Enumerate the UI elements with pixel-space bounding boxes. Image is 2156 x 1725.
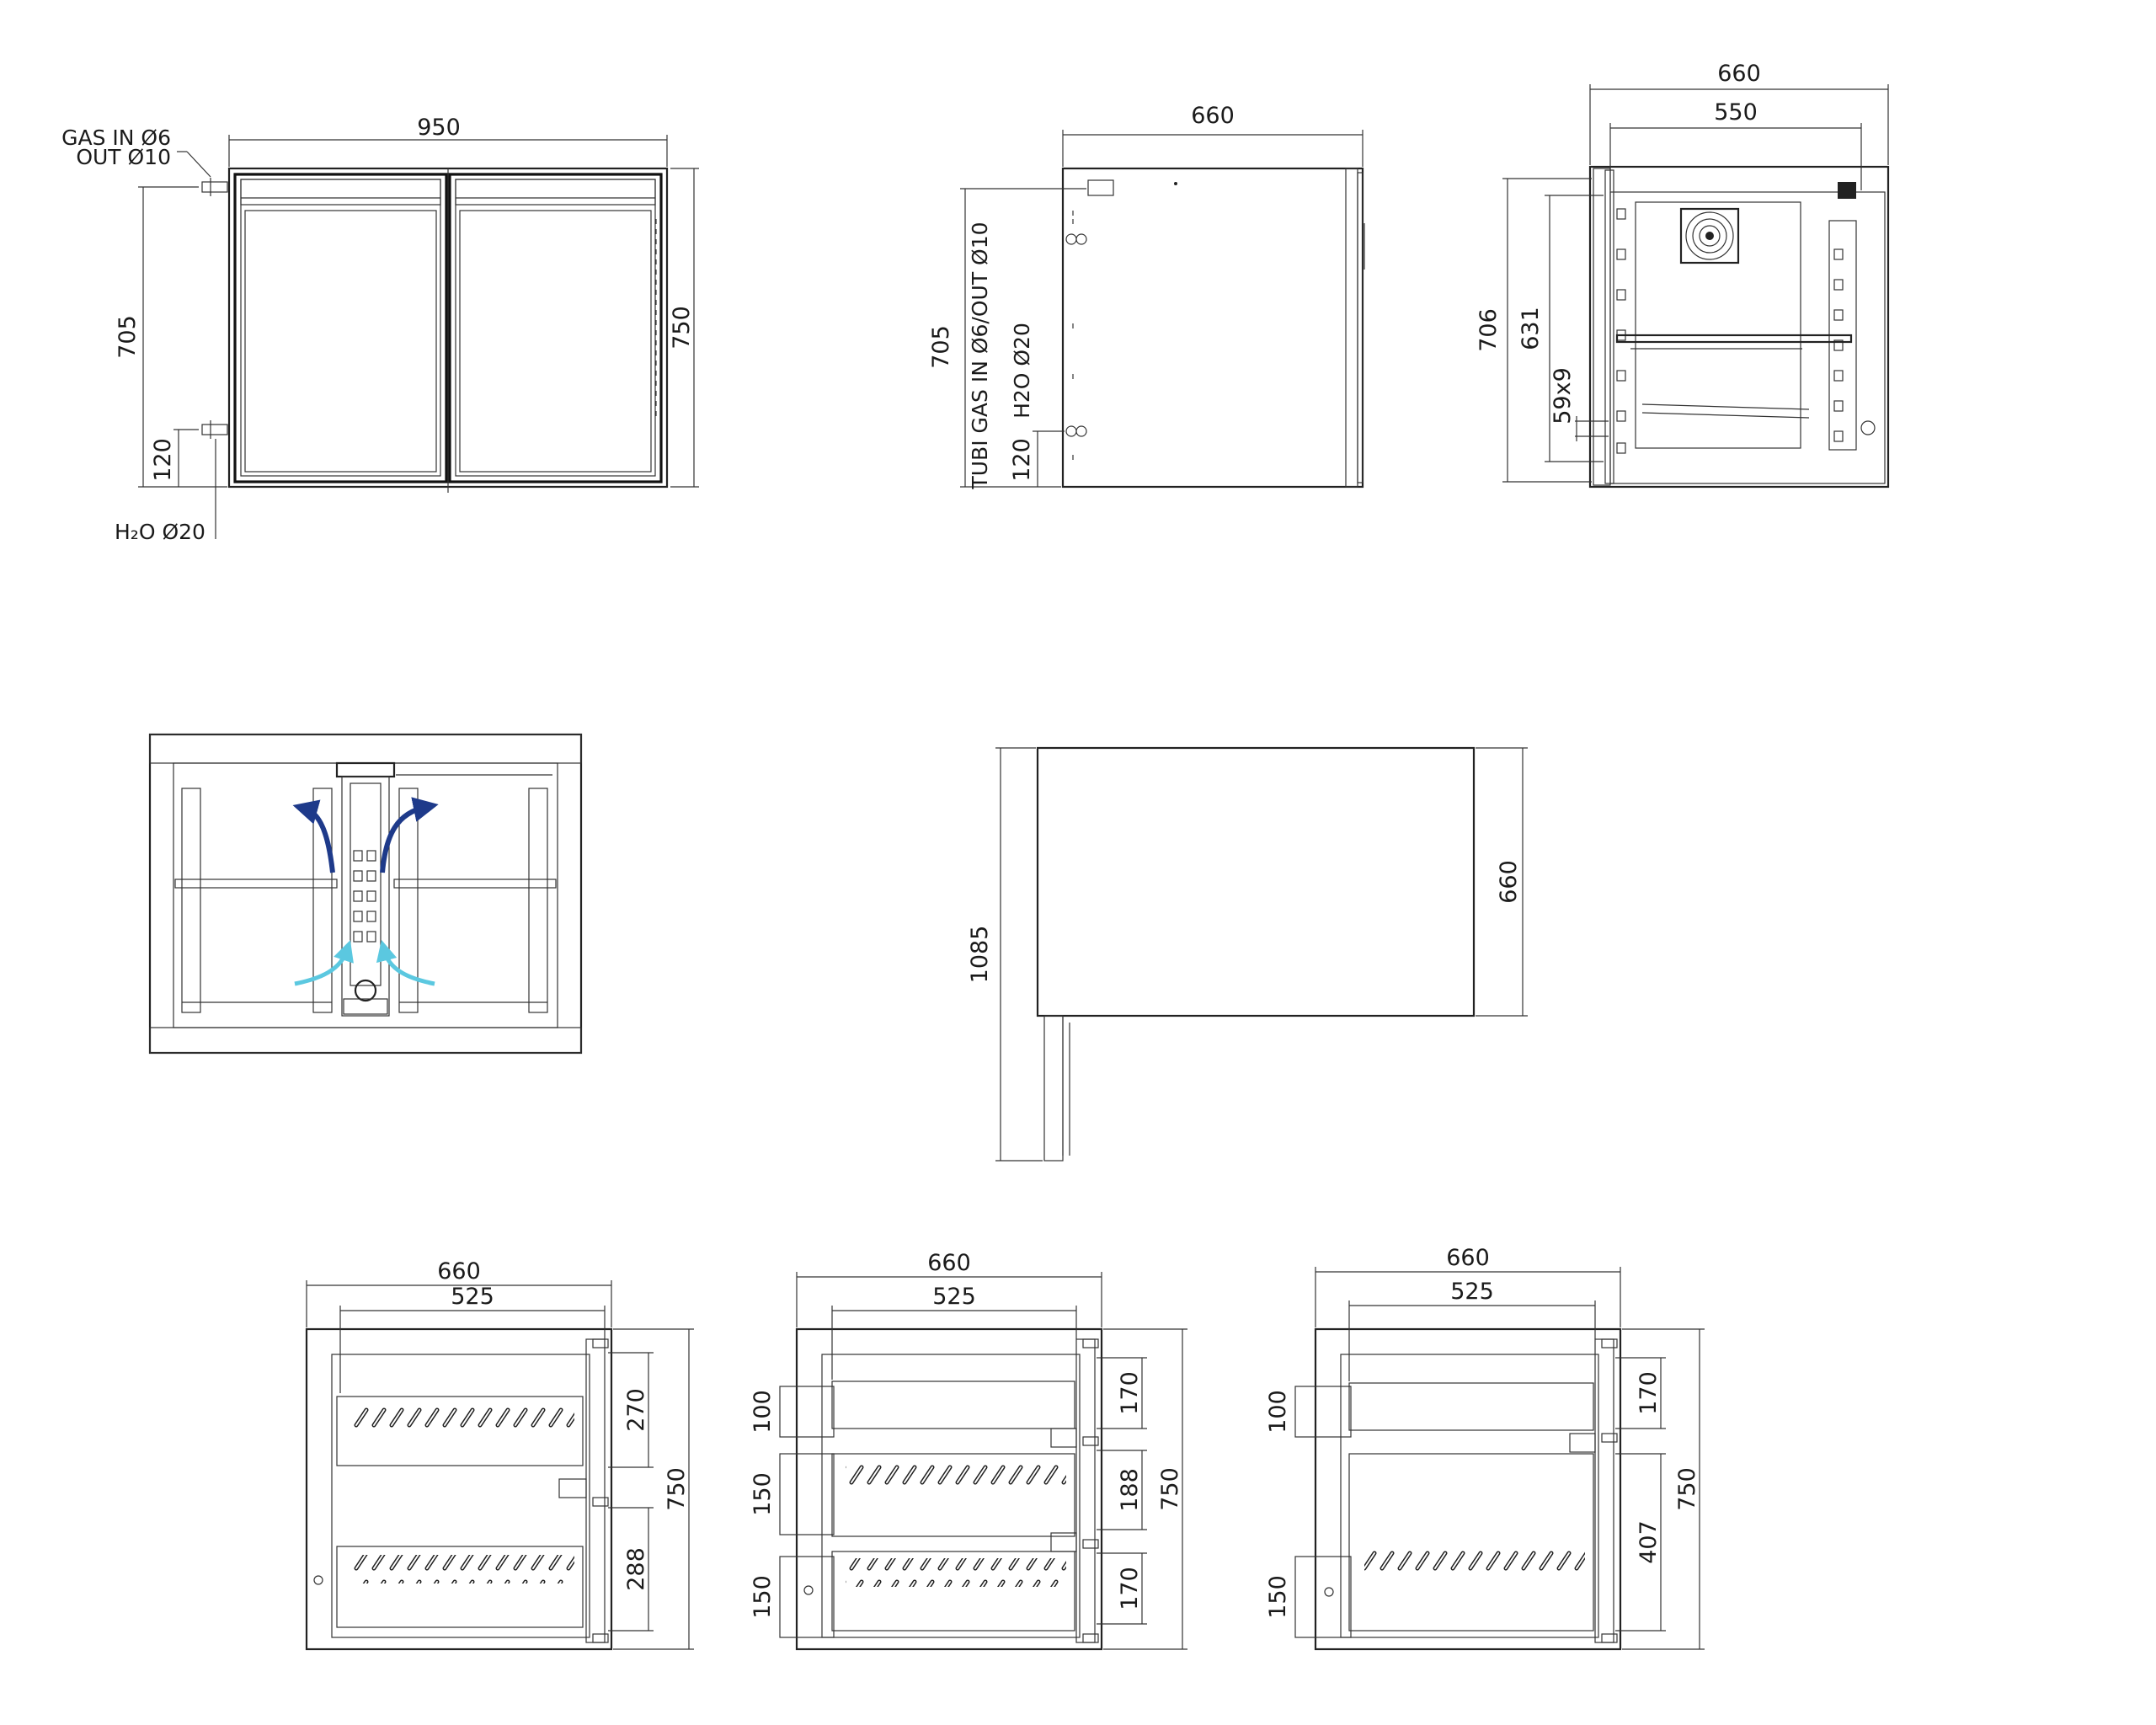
drawer2-cabinet-outline (795, 1327, 1103, 1651)
drawer3-cabinet-outline (1314, 1327, 1622, 1651)
front-water-height-label: 120 (150, 438, 176, 482)
side-depth-label: 660 (1191, 103, 1235, 129)
drawer2-right-label-2: 170 (1117, 1567, 1143, 1610)
warm-air-arrow-right (380, 797, 439, 873)
top-open-depth-label: 1085 (967, 926, 993, 984)
drawer3-height-label: 750 (1674, 1467, 1700, 1511)
section-view: 660 550 706 631 59x9 (1476, 61, 1890, 489)
right-shelf (393, 879, 557, 889)
section-cabinet-outline (1588, 165, 1890, 489)
drawer2-left-label-0: 100 (750, 1390, 776, 1434)
side-view: 660 705 TUBI GAS IN Ø6/OUT Ø10 H2O Ø20 1… (928, 103, 1365, 490)
gas-pipe (201, 181, 228, 193)
side-tubes-label: TUBI GAS IN Ø6/OUT Ø10 (968, 222, 992, 489)
warm-air-arrow-left (292, 799, 335, 873)
drawer2-left-label-2: 150 (750, 1575, 776, 1619)
side-gas-connector (1087, 179, 1114, 196)
drawer1-height-label: 750 (664, 1467, 690, 1511)
drawer3-inner-width-label: 525 (1450, 1279, 1494, 1305)
left-shelf (174, 879, 338, 889)
drawer3-drawer-2 (1348, 1453, 1594, 1632)
front-right-door (448, 173, 663, 483)
drawer2-right-label-0: 170 (1117, 1371, 1143, 1415)
shelf (1615, 334, 1853, 344)
drawer2-outer-width-label: 660 (927, 1250, 971, 1276)
side-cabinet-outline (1061, 167, 1364, 489)
drawer2-height-label: 750 (1157, 1467, 1183, 1511)
drawer-view-1: 660 525 750 270 288 (305, 1258, 694, 1651)
shelf-pins-right (1833, 248, 1844, 442)
front-view: 950 750 705 120 GAS IN Ø6 OUT Ø10 H₂O Ø2… (61, 115, 699, 544)
drawer3-outer-width-label: 660 (1446, 1245, 1490, 1271)
cold-air-arrow-left (294, 940, 354, 986)
drawer2-inner-width-label: 525 (932, 1284, 976, 1310)
open-door (1043, 1015, 1064, 1162)
drawer3-right-label-0: 170 (1636, 1371, 1662, 1415)
shelf-pins-left (1616, 208, 1626, 454)
fan-icon (1679, 207, 1740, 264)
section-outer-width-label: 660 (1717, 61, 1761, 87)
section-slot-label: 59x9 (1550, 367, 1576, 425)
gas-label-line1: GAS IN Ø6 (61, 126, 171, 150)
drawer-view-3: 100 150 660 525 750 170 407 (1265, 1245, 1705, 1651)
drawer2-right-label-1: 188 (1117, 1468, 1143, 1512)
section-inner-width-label: 550 (1714, 99, 1758, 126)
front-width-label: 950 (417, 115, 461, 141)
side-water-label: H2O Ø20 (1010, 323, 1034, 419)
drawer2-left-label-1: 150 (750, 1472, 776, 1516)
drawer1-inner-width-label: 525 (451, 1284, 494, 1310)
drawer3-right-label-1: 407 (1636, 1520, 1662, 1564)
airflow-cabinet-outline (148, 733, 583, 1055)
drawer1-upper-drawer (336, 1396, 584, 1466)
evaporator-unit (335, 761, 396, 1017)
airflow-view (148, 733, 583, 1055)
section-height-label: 706 (1476, 308, 1502, 352)
drawer2-drawer-3 (831, 1551, 1075, 1632)
front-connection-height-label: 705 (115, 315, 141, 359)
top-view: 1085 660 (967, 746, 1528, 1162)
control-unit (1838, 182, 1856, 199)
drawer2-drawer-2 (831, 1453, 1075, 1537)
drawer1-right-label-0: 270 (623, 1388, 649, 1432)
drawer1-lower-drawer (336, 1546, 584, 1628)
drawer1-outer-width-label: 660 (437, 1258, 481, 1284)
cold-air-arrow-right (376, 939, 435, 986)
front-left-door (233, 173, 448, 483)
gas-label-line2: OUT Ø10 (76, 145, 171, 169)
top-depth-label: 660 (1496, 860, 1522, 904)
drawer2-drawer-1 (831, 1381, 1075, 1429)
side-water-height-label: 120 (1009, 438, 1035, 482)
section-inner-height-label: 631 (1518, 307, 1544, 350)
drawer1-right-label-1: 288 (623, 1547, 649, 1591)
water-label: H₂O Ø20 (115, 520, 205, 544)
side-connection-height-label: 705 (928, 325, 954, 369)
water-pipe (201, 424, 228, 435)
drawer3-left-label-1: 150 (1265, 1575, 1291, 1619)
drawer1-cabinet-outline (305, 1327, 613, 1651)
front-height-label: 750 (669, 306, 695, 350)
drawer3-drawer-1 (1348, 1382, 1594, 1431)
drawer3-left-label-0: 100 (1265, 1390, 1291, 1434)
drawer-view-2: 100 150 150 660 525 750 170 188 170 (750, 1250, 1187, 1651)
top-cabinet-outline (1036, 746, 1476, 1017)
